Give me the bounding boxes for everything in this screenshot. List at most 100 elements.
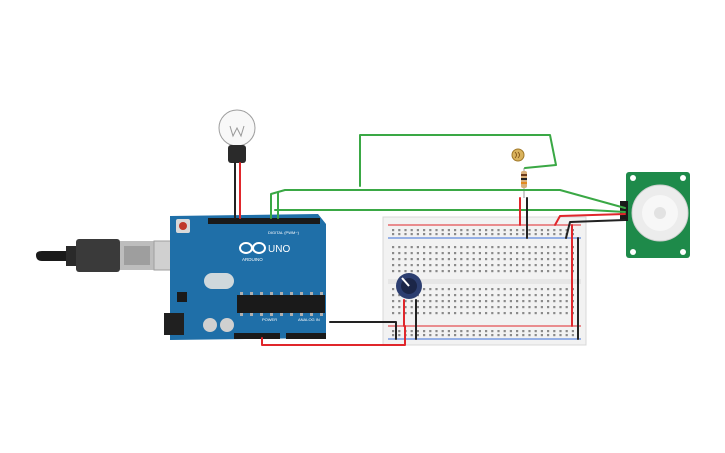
breadboard-hole[interactable] [553,312,556,315]
breadboard-hole[interactable] [435,246,438,249]
breadboard-hole[interactable] [416,300,419,303]
breadboard-hole[interactable] [503,258,506,261]
photoresistor[interactable] [511,148,525,162]
breadboard-hole[interactable] [404,252,407,255]
breadboard-hole[interactable] [460,330,463,333]
breadboard-hole[interactable] [491,306,494,309]
breadboard-hole[interactable] [410,312,413,315]
breadboard-hole[interactable] [472,264,475,267]
breadboard-hole[interactable] [497,229,500,232]
breadboard-hole[interactable] [540,258,543,261]
breadboard-hole[interactable] [522,270,525,273]
breadboard-hole[interactable] [528,246,531,249]
breadboard-hole[interactable] [435,294,438,297]
breadboard-hole[interactable] [416,312,419,315]
breadboard-hole[interactable] [491,264,494,267]
breadboard-hole[interactable] [429,233,432,236]
breadboard-hole[interactable] [478,229,481,232]
breadboard-hole[interactable] [454,334,457,337]
breadboard-hole[interactable] [441,270,444,273]
breadboard-hole[interactable] [429,258,432,261]
breadboard-hole[interactable] [547,334,550,337]
breadboard-hole[interactable] [565,252,568,255]
breadboard-hole[interactable] [528,334,531,337]
breadboard-hole[interactable] [429,334,432,337]
breadboard-hole[interactable] [447,312,450,315]
breadboard-hole[interactable] [423,252,426,255]
breadboard-hole[interactable] [423,229,426,232]
breadboard-hole[interactable] [503,312,506,315]
breadboard-hole[interactable] [441,312,444,315]
breadboard-hole[interactable] [429,288,432,291]
breadboard-hole[interactable] [466,252,469,255]
breadboard-hole[interactable] [497,264,500,267]
breadboard-hole[interactable] [503,294,506,297]
breadboard-hole[interactable] [398,300,401,303]
breadboard-hole[interactable] [472,300,475,303]
breadboard-hole[interactable] [509,334,512,337]
breadboard-hole[interactable] [516,258,519,261]
breadboard-hole[interactable] [472,334,475,337]
breadboard-hole[interactable] [429,312,432,315]
breadboard-hole[interactable] [441,306,444,309]
breadboard-hole[interactable] [441,246,444,249]
breadboard-hole[interactable] [497,252,500,255]
breadboard-hole[interactable] [528,288,531,291]
breadboard-hole[interactable] [410,229,413,232]
breadboard-hole[interactable] [398,312,401,315]
breadboard-hole[interactable] [491,270,494,273]
breadboard-hole[interactable] [528,233,531,236]
breadboard-hole[interactable] [559,300,562,303]
arduino-uno-board[interactable]: UNO ARDUINO DIGITAL (PWM~) POWER ANALOG … [164,214,326,340]
breadboard-hole[interactable] [423,258,426,261]
breadboard-hole[interactable] [441,229,444,232]
breadboard-hole[interactable] [534,270,537,273]
breadboard-hole[interactable] [441,330,444,333]
breadboard-hole[interactable] [435,306,438,309]
breadboard-hole[interactable] [454,294,457,297]
breadboard-hole[interactable] [410,252,413,255]
breadboard-hole[interactable] [553,233,556,236]
breadboard-hole[interactable] [547,270,550,273]
breadboard-hole[interactable] [534,258,537,261]
breadboard-hole[interactable] [447,330,450,333]
breadboard-hole[interactable] [485,246,488,249]
breadboard-hole[interactable] [416,229,419,232]
breadboard-hole[interactable] [435,233,438,236]
breadboard-hole[interactable] [392,334,395,337]
breadboard-hole[interactable] [509,312,512,315]
breadboard-hole[interactable] [454,233,457,236]
breadboard-hole[interactable] [423,288,426,291]
digital-header[interactable] [208,218,320,224]
breadboard-hole[interactable] [559,270,562,273]
breadboard-hole[interactable] [454,252,457,255]
breadboard-hole[interactable] [559,330,562,333]
breadboard-hole[interactable] [466,288,469,291]
breadboard-hole[interactable] [491,294,494,297]
breadboard-hole[interactable] [410,246,413,249]
breadboard-hole[interactable] [454,270,457,273]
breadboard-hole[interactable] [435,270,438,273]
breadboard-hole[interactable] [528,264,531,267]
breadboard-hole[interactable] [472,252,475,255]
breadboard-hole[interactable] [472,306,475,309]
breadboard-hole[interactable] [478,300,481,303]
breadboard-hole[interactable] [466,294,469,297]
breadboard-hole[interactable] [392,229,395,232]
breadboard-hole[interactable] [454,288,457,291]
breadboard-hole[interactable] [404,306,407,309]
breadboard-hole[interactable] [460,312,463,315]
breadboard-hole[interactable] [516,264,519,267]
breadboard-hole[interactable] [565,300,568,303]
breadboard-hole[interactable] [503,306,506,309]
breadboard-hole[interactable] [540,229,543,232]
breadboard-hole[interactable] [478,334,481,337]
breadboard-hole[interactable] [522,246,525,249]
breadboard-hole[interactable] [509,246,512,249]
breadboard-hole[interactable] [571,330,574,333]
breadboard-hole[interactable] [497,300,500,303]
breadboard-hole[interactable] [565,306,568,309]
breadboard-hole[interactable] [534,300,537,303]
breadboard-hole[interactable] [429,229,432,232]
breadboard-hole[interactable] [429,252,432,255]
